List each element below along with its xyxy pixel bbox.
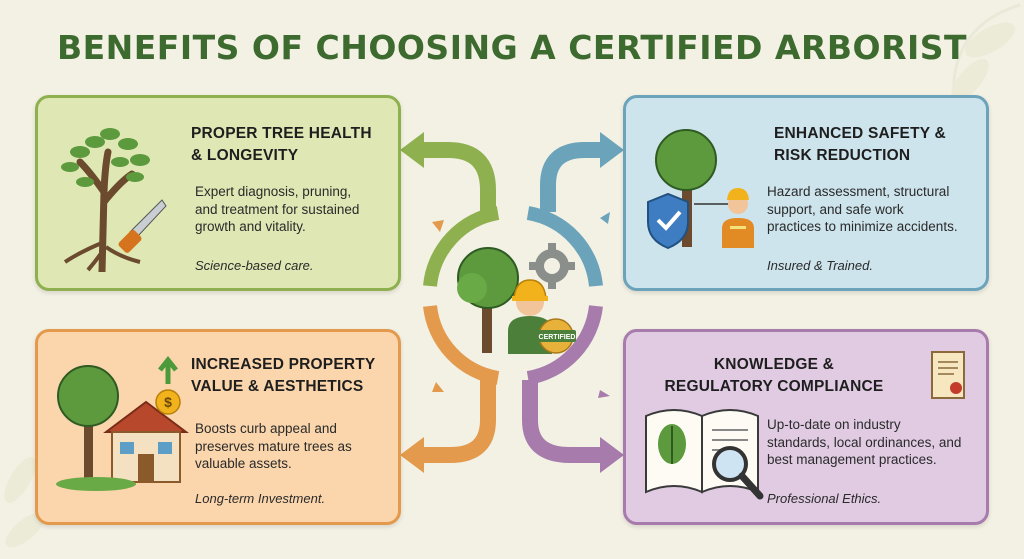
certificate-scroll-icon (931, 351, 965, 399)
background-leaf-decoration (4, 456, 45, 548)
card-tagline: Professional Ethics. (767, 491, 882, 506)
benefit-card-property-value: $ INCREASED PROPERTY VALUE & AESTHETICS … (35, 329, 401, 525)
certified-badge-label: CERTIFIED (539, 334, 576, 341)
benefit-card-knowledge: KNOWLEDGE & REGULATORY COMPLIANCE Up-to-… (623, 329, 989, 525)
card-heading: INCREASED PROPERTY VALUE & AESTHETICS (191, 356, 376, 395)
card-heading: KNOWLEDGE & REGULATORY COMPLIANCE (664, 356, 884, 395)
shield-worker-icon (647, 129, 754, 250)
benefit-card-safety: ENHANCED SAFETY & RISK REDUCTION Hazard … (623, 95, 989, 291)
card-tagline: Insured & Trained. (767, 258, 873, 273)
book-magnifier-icon (645, 409, 764, 500)
tree-with-saw-icon (61, 128, 167, 272)
certified-arborist-emblem-icon: CERTIFIED (457, 243, 576, 354)
card-description: Hazard assessment, structural support, a… (767, 184, 958, 234)
page-title: BENEFITS OF CHOOSING A CERTIFIED ARBORIS… (56, 28, 968, 67)
card-description: Boosts curb appeal and preserves mature … (195, 421, 352, 471)
card-heading: ENHANCED SAFETY & RISK REDUCTION (774, 125, 946, 164)
card-description: Expert diagnosis, pruning, and treatment… (195, 184, 360, 234)
card-description: Up-to-date on industry standards, local … (767, 417, 962, 467)
card-tagline: Long-term Investment. (195, 491, 326, 506)
benefit-card-tree-health: PROPER TREE HEALTH & LONGEVITY Expert di… (35, 95, 401, 291)
house-value-icon: $ (56, 355, 189, 491)
card-tagline: Science-based care. (195, 258, 314, 273)
svg-text:$: $ (164, 394, 172, 410)
card-heading: PROPER TREE HEALTH & LONGEVITY (191, 125, 372, 164)
